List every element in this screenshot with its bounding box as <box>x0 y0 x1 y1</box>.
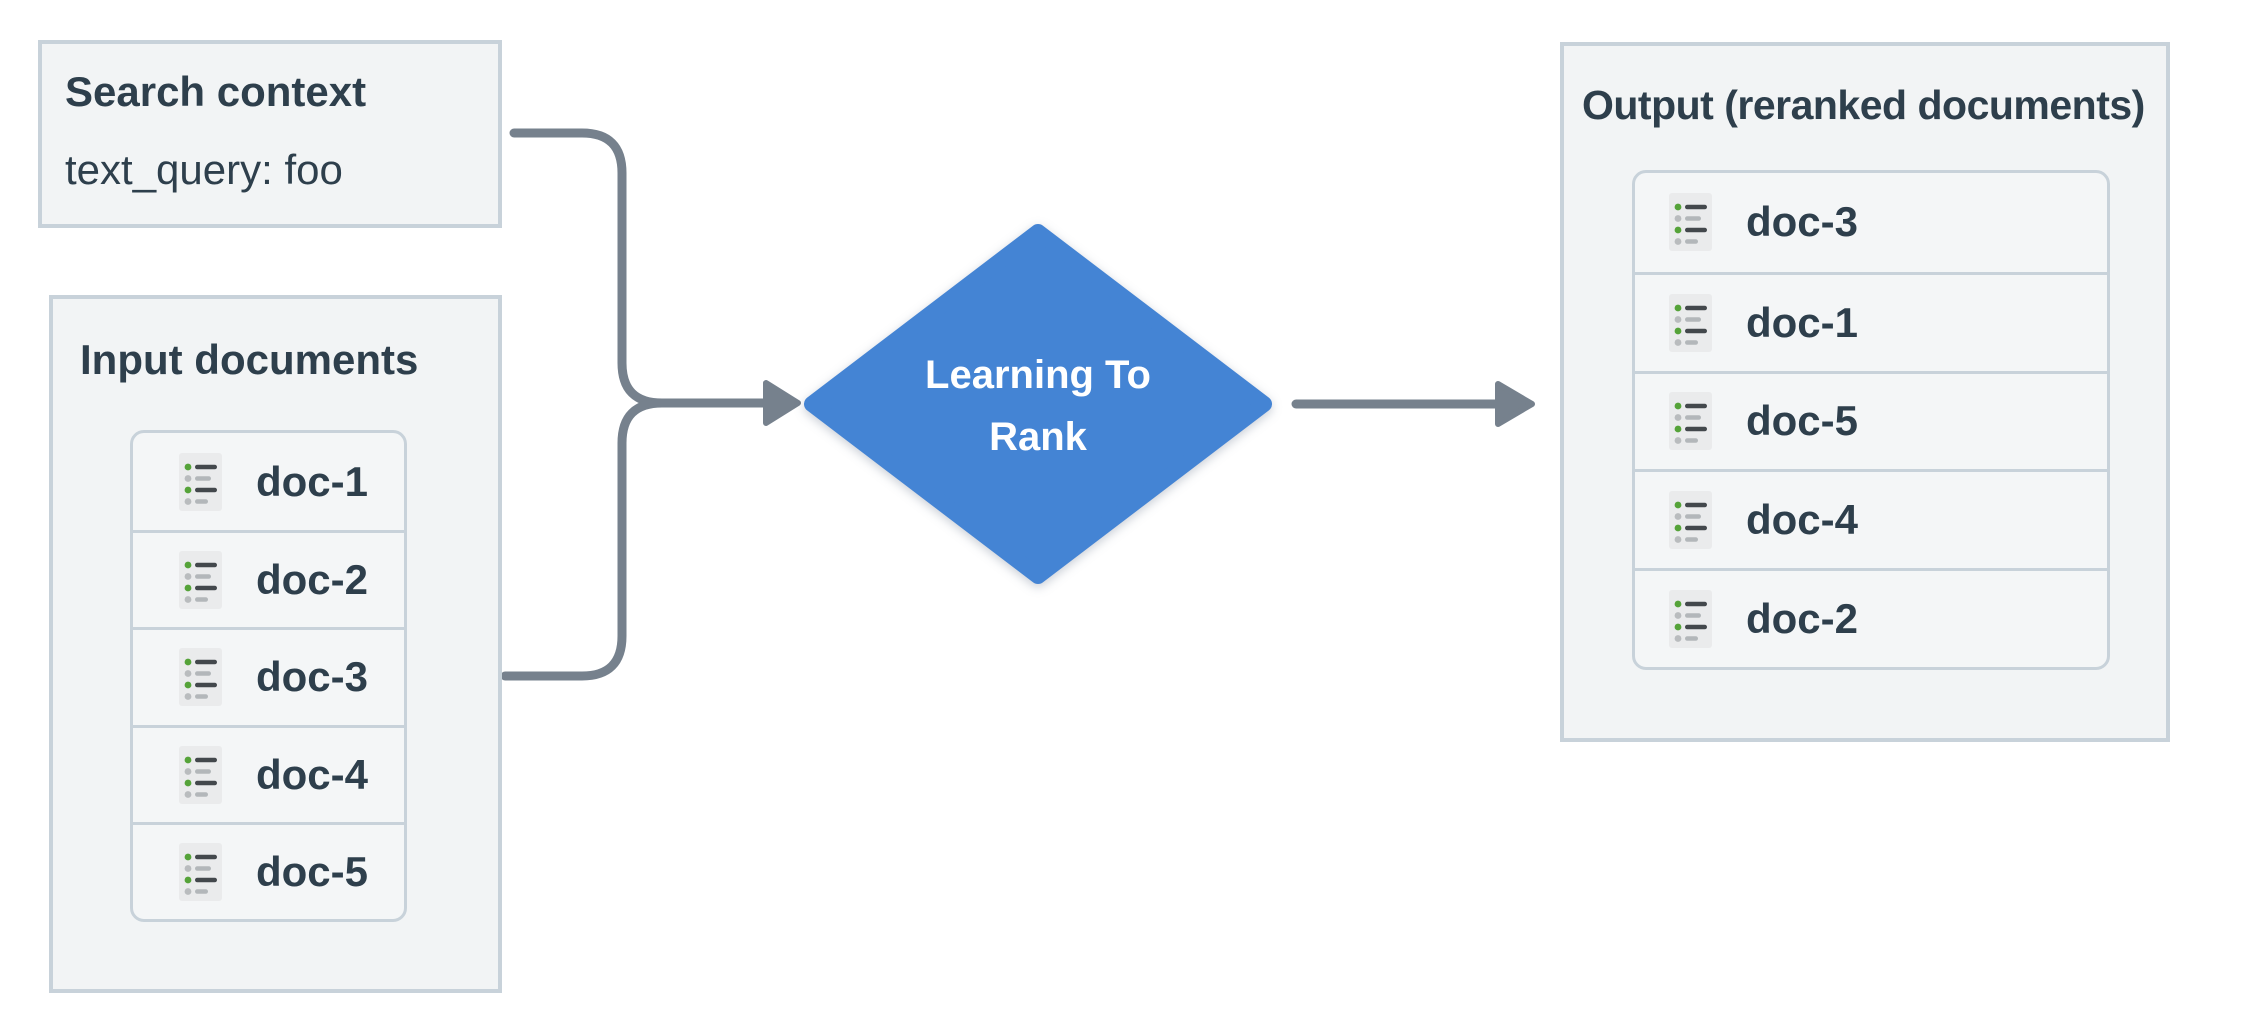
doc-row: doc-4 <box>1635 469 2107 568</box>
learning-to-rank-label: Learning To Rank <box>838 344 1238 468</box>
search-context-to-merge-arrow <box>509 128 667 408</box>
doc-label: doc-4 <box>1746 496 1859 544</box>
document-list-icon <box>1669 392 1712 451</box>
document-list-icon <box>179 745 222 804</box>
arrowhead-icon <box>1495 381 1535 427</box>
doc-row: doc-1 <box>1635 271 2107 371</box>
doc-label: doc-3 <box>256 653 369 701</box>
doc-label: doc-1 <box>256 457 369 505</box>
doc-row: doc-2 <box>1635 568 2107 667</box>
document-list-icon <box>179 452 222 511</box>
document-list-icon <box>1669 293 1712 352</box>
doc-label: doc-4 <box>256 750 369 798</box>
doc-row: doc-5 <box>1635 370 2107 470</box>
document-list-icon <box>1669 491 1712 550</box>
output-documents-list: doc-3 doc-1 doc-5 doc-4 doc-2 <box>1632 170 2110 670</box>
doc-row: doc-3 <box>133 627 404 724</box>
doc-label: doc-2 <box>1746 595 1859 643</box>
doc-row: doc-1 <box>133 433 404 530</box>
search-context-box <box>38 40 502 228</box>
doc-row: doc-2 <box>133 530 404 627</box>
doc-row: doc-4 <box>133 724 404 822</box>
doc-label: doc-2 <box>256 556 369 604</box>
search-context-query: text_query: foo <box>65 146 343 193</box>
ranker-label-line2: Rank <box>989 415 1087 459</box>
doc-label: doc-1 <box>1746 298 1859 346</box>
arrowhead-icon <box>763 380 801 426</box>
document-list-icon <box>179 842 222 901</box>
output-documents-title: Output (reranked documents) <box>1582 82 2145 128</box>
input-docs-to-merge-arrow <box>500 398 667 681</box>
input-documents-list: doc-1 doc-2 doc-3 doc-4 doc-5 <box>130 430 407 922</box>
doc-label: doc-5 <box>1746 397 1859 445</box>
doc-row: doc-3 <box>1635 173 2107 272</box>
document-list-icon <box>1669 590 1712 649</box>
input-documents-title: Input documents <box>80 336 419 383</box>
document-list-icon <box>179 648 222 707</box>
document-list-icon <box>179 551 222 610</box>
search-context-title: Search context <box>65 68 367 115</box>
doc-label: doc-3 <box>1746 198 1859 246</box>
doc-row: doc-5 <box>133 821 404 919</box>
document-list-icon <box>1669 193 1712 252</box>
ranker-label-line1: Learning To <box>925 353 1151 397</box>
doc-label: doc-5 <box>256 847 369 895</box>
